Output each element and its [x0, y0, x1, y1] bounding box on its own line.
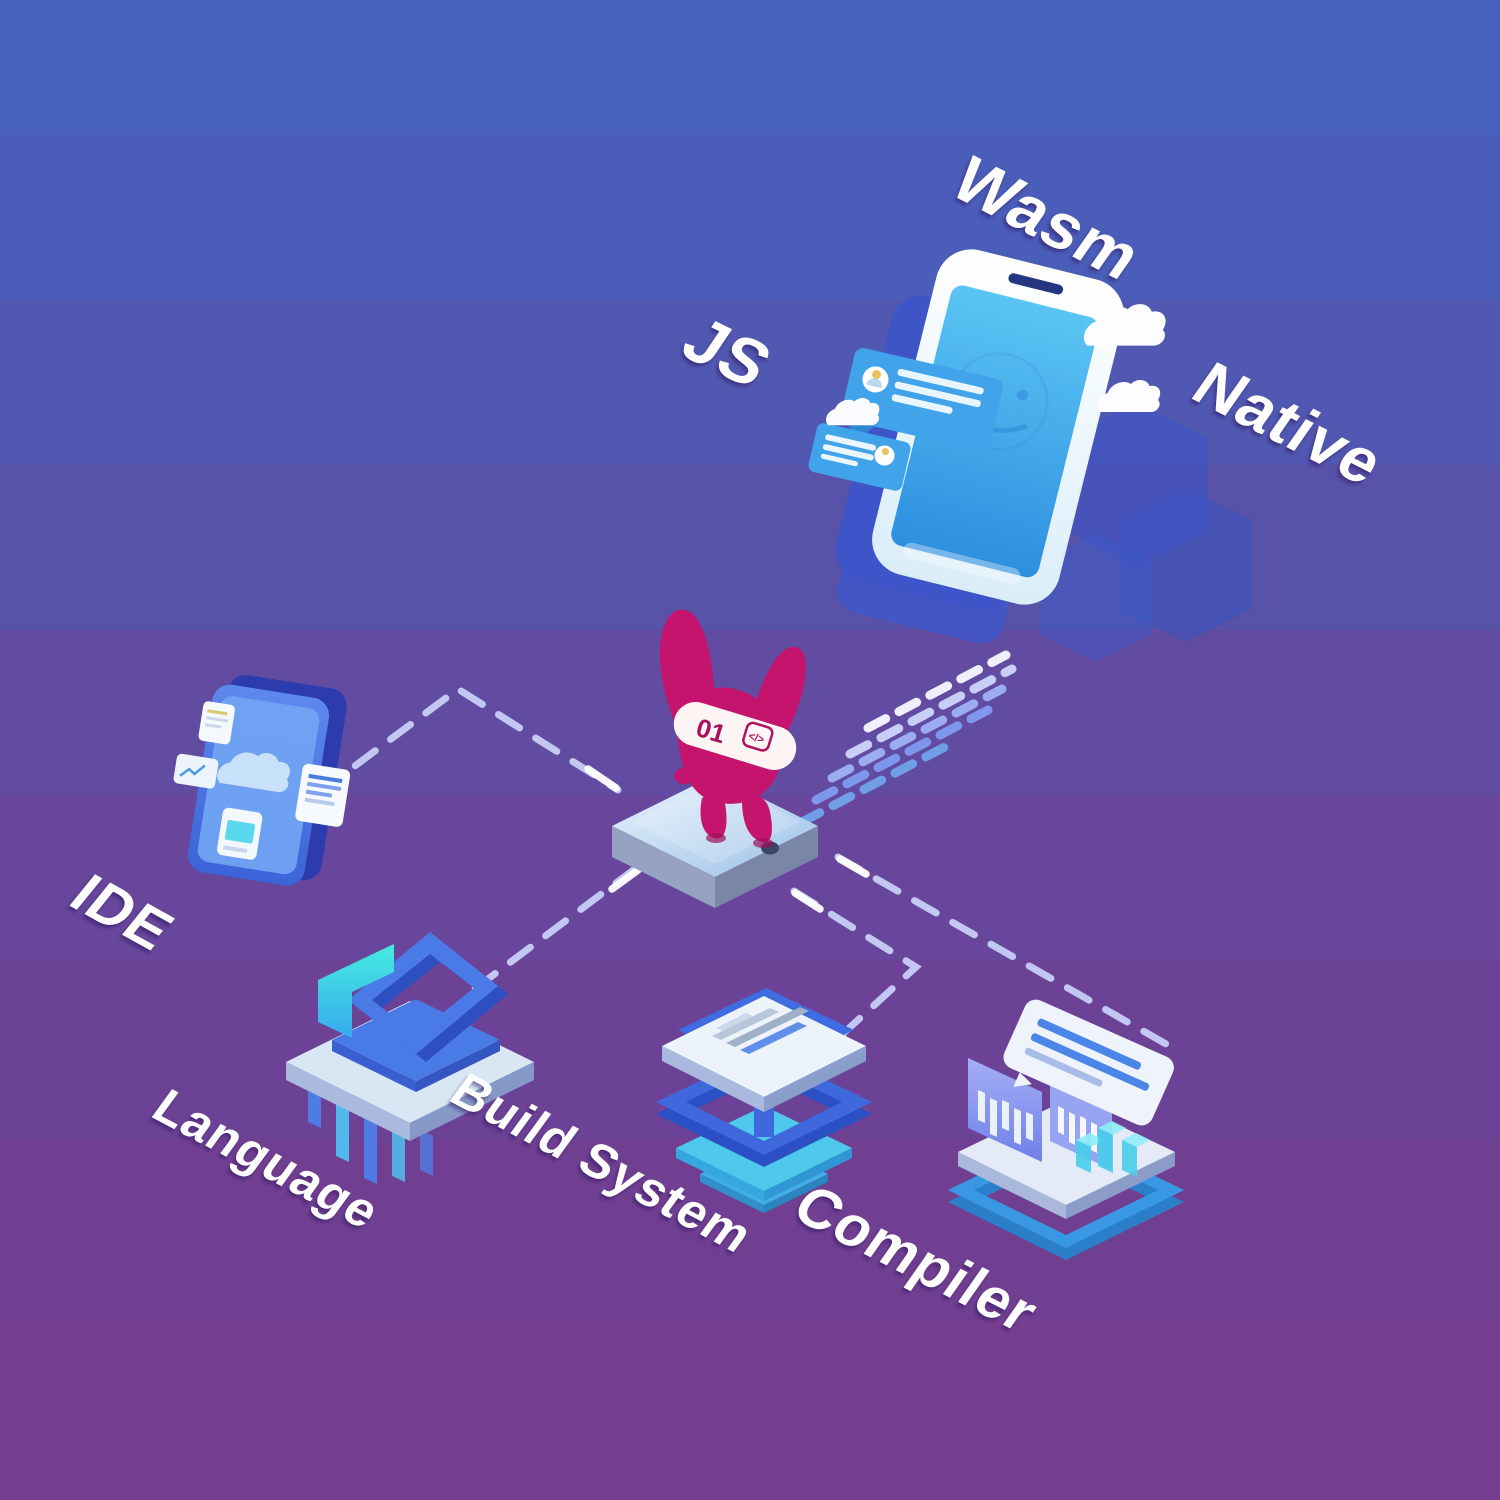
bar	[1026, 1112, 1033, 1141]
ide-phone	[173, 674, 351, 886]
platform-left	[612, 826, 715, 908]
home-indicator	[903, 542, 1021, 584]
base-right	[410, 1062, 534, 1141]
connector-compiler	[834, 853, 1173, 1101]
flag-icon	[318, 944, 394, 1038]
mascot-chip: 01 </>	[612, 609, 818, 908]
bar	[1014, 1108, 1021, 1145]
chip-legs	[308, 1076, 433, 1184]
connector-build-system	[790, 887, 922, 1055]
speaker-slot-icon	[1008, 273, 1064, 295]
rabbit-arm	[674, 768, 694, 784]
media-card	[217, 807, 263, 860]
connector-highlights	[584, 765, 870, 913]
connector-ide	[316, 684, 622, 796]
smartphone	[872, 249, 1124, 605]
cube-decor	[1040, 403, 1252, 661]
bar	[990, 1098, 997, 1137]
code-stream	[797, 650, 1017, 827]
trend-line-icon	[179, 764, 206, 777]
bar	[1002, 1100, 1009, 1131]
chart-card	[173, 753, 219, 789]
build-system-icon	[656, 988, 872, 1213]
bar	[1069, 1112, 1075, 1145]
rabbit-leg	[742, 794, 772, 843]
doc-card	[198, 701, 235, 745]
frame-ring	[348, 932, 498, 1054]
cube-block	[1040, 533, 1152, 661]
chat-card-float	[1003, 999, 1174, 1126]
bubble-tail	[1013, 1072, 1032, 1087]
cyan-bars-3d	[1076, 1121, 1150, 1177]
base-left	[286, 1062, 410, 1141]
device-cluster	[808, 249, 1252, 661]
sheet-text-lines	[712, 1007, 809, 1054]
mascot-badge-band: 01 </>	[673, 702, 797, 770]
language-icon	[286, 932, 534, 1184]
avatar	[874, 445, 895, 466]
bar	[978, 1090, 985, 1123]
connectors	[316, 684, 1173, 1101]
connector-language	[460, 864, 640, 1001]
platform-right	[715, 826, 818, 908]
rabbit-leg	[700, 792, 727, 839]
chat-card-small	[808, 423, 911, 491]
compiler-icon	[948, 999, 1184, 1260]
cube-block	[1120, 488, 1252, 642]
code-icon	[742, 721, 774, 752]
bar	[1058, 1106, 1064, 1135]
doc-card	[295, 763, 351, 827]
code-icon-glyph: </>	[747, 730, 766, 746]
